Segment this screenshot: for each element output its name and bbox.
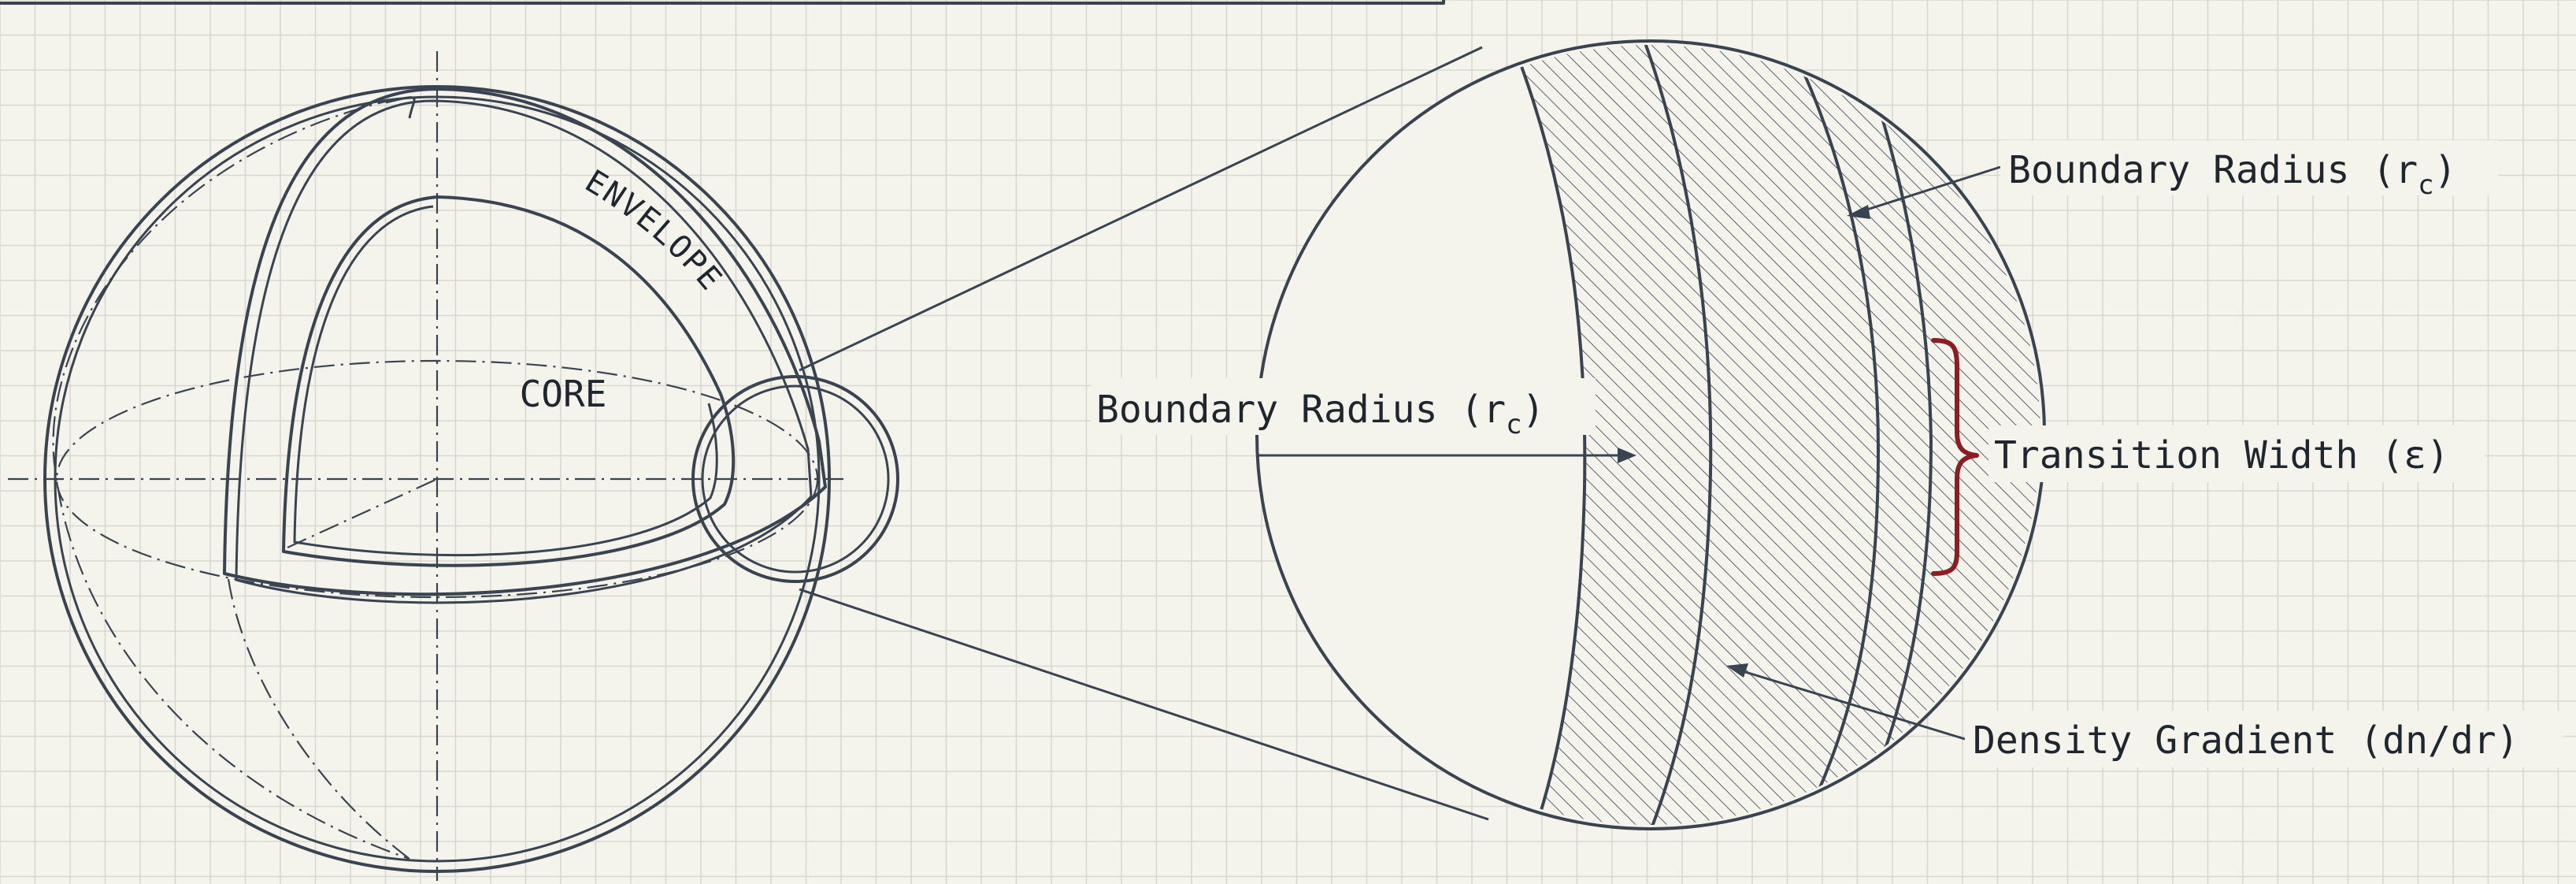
outer-shell-outer — [43, 85, 831, 873]
callout-main: Boundary Radius (r — [1096, 388, 1506, 432]
density-gradient-label: Density Gradient (dn/dr) — [1973, 719, 2519, 763]
callout-boundary-radius-outer: Boundary Radius (rc) — [1847, 140, 2498, 219]
meridian-arc-left — [52, 97, 410, 860]
callout-close: ) — [1522, 388, 1545, 432]
callout-bg — [1965, 711, 2563, 767]
envelope-cut-outer — [223, 87, 827, 596]
callout-subscript: c — [2418, 169, 2433, 201]
callout-transition-width: Transition Width (ε) — [1931, 338, 2485, 576]
equator-ellipse — [55, 359, 819, 599]
core-cut-inner — [293, 205, 718, 557]
callout-main: Boundary Radius (r — [2008, 148, 2418, 192]
core-boundary-curve — [1507, 45, 1587, 825]
boundary-radius-arrowhead — [1618, 448, 1636, 463]
meridian-arc-inner — [227, 578, 410, 860]
zoom-connector-bottom — [799, 588, 1489, 821]
magnifier-circle — [691, 375, 899, 583]
envelope-cut-inner — [235, 99, 813, 604]
gradient-curve — [1629, 45, 1713, 825]
callout-bg — [1989, 425, 2485, 482]
callout-subscript: c — [1506, 409, 1522, 440]
outer-shell-inner — [54, 95, 821, 863]
boundary-radius-leader — [1851, 165, 2001, 216]
hatched-transition-zone — [1508, 45, 2040, 825]
shell-seam — [385, 96, 416, 119]
callout-bg — [1092, 378, 1596, 435]
transition-curve — [1782, 45, 1880, 825]
callout-boundary-radius-inner: Boundary Radius (rc) — [1092, 378, 1596, 440]
zoom-detail — [1255, 39, 2046, 830]
zoom-connector-top — [799, 46, 1483, 372]
callout-density-gradient: Density Gradient (dn/dr) — [1726, 663, 2563, 767]
core-cut-outer — [282, 195, 736, 567]
boundary-radius-leader-arrowhead — [1847, 205, 1870, 219]
density-gradient-leader-arrowhead — [1726, 663, 1748, 678]
magnifier-circle-inner — [701, 384, 890, 574]
callout-close: ) — [2434, 148, 2457, 192]
transition-width-label: Transition Width (ε) — [1994, 433, 2449, 477]
callout-text: Boundary Radius (rc) — [2008, 148, 2457, 201]
density-gradient-leader — [1732, 667, 1966, 741]
core-label: CORE — [520, 373, 607, 415]
cut-diagonal — [287, 477, 438, 549]
callout-bg — [2000, 140, 2498, 195]
callout-text: Boundary Radius (rc) — [1096, 388, 1545, 440]
transition-width-brace — [1931, 338, 1979, 576]
envelope-boundary-curve — [1849, 46, 1933, 825]
frame-border — [0, 0, 1445, 5]
